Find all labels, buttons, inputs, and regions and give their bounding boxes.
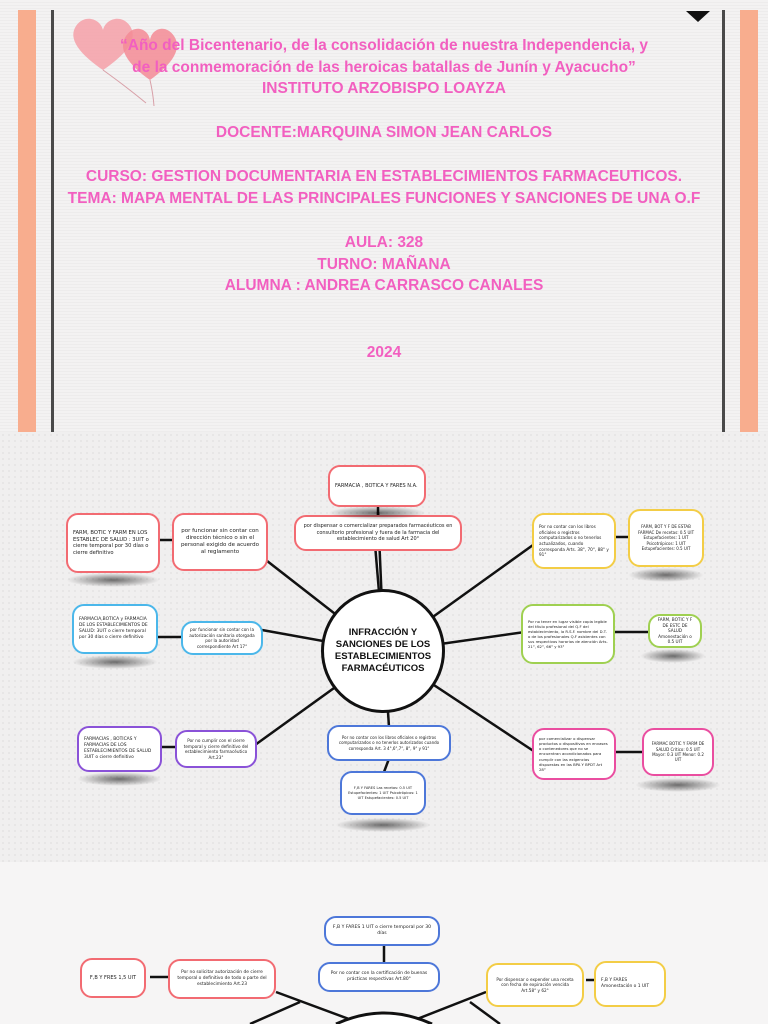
left-decor-stripe [18, 10, 36, 432]
map-node-right1-rule: Por no contar con los libros oficiales o… [532, 513, 616, 569]
course-name: CURSO: GESTION DOCUMENTARIA EN ESTABLECI… [85, 168, 683, 185]
triangle-icon [686, 11, 710, 22]
map2-node-left-sanction: F,B Y FRES 1,5 UIT [80, 958, 146, 998]
left-decor-line [51, 10, 54, 432]
right-decor-stripe [740, 10, 758, 432]
map-node-left1-rule: por funcionar sin contar con dirección t… [172, 513, 268, 571]
institute-name: INSTITUTO ARZOBISPO LOAYZA [262, 80, 506, 97]
node-shadow [328, 506, 426, 520]
map-node-right2-sanction: FARM, BOTIC Y F DE ESTC DE SALUD Amonest… [648, 614, 702, 648]
map-node-bottom-sanction: F,B Y FARES Las recetas: 0.5 UIT Estupef… [340, 771, 426, 815]
map2-node-top: F,B Y FARES 1 UIT o cierre temporal por … [324, 916, 440, 946]
map-node-upper-center-rule: por dispensar o comercializar preparados… [294, 515, 462, 551]
map-node-left2-rule: por funcionar sin contar con la autoriza… [181, 621, 263, 655]
node-shadow [635, 778, 721, 792]
mind-map-page-1: FARMACIA , BOTICA Y FARES N.A. por dispe… [0, 432, 768, 862]
cover-header-line-2: de la conmemoración de las heroicas bata… [132, 59, 636, 76]
heart-balloons-icon [73, 18, 177, 107]
right-decor-line [722, 10, 725, 432]
node-shadow [72, 655, 158, 669]
teacher-name: DOCENTE:MARQUINA SIMON JEAN CARLOS [215, 124, 553, 141]
topic: TEMA: MAPA MENTAL DE LAS PRINCIPALES FUN… [67, 190, 701, 207]
map-node-right3-sanction: FARMAC BOTIC Y FARM DE SALUD Crítico: 0.… [642, 728, 714, 776]
map-node-right3-rule: por comercializar o dispensar productos … [532, 728, 616, 780]
map2-node-right-sanction: F,B Y FARES Amonestación o 1 UIT [594, 961, 666, 1007]
map-node-right1-sanction: FARM, BOT Y F DE ESTAB FARMAC De recetas… [628, 509, 704, 567]
node-shadow [77, 772, 162, 786]
map2-node-upper-center-rule: Por no contar con la certificación de bu… [318, 962, 440, 992]
cover-header-line-1: “Año del Bicentenario, de la consolidaci… [120, 37, 648, 54]
classroom: AULA: 328 [344, 234, 424, 251]
map-node-right2-rule: Por no tener en lugar visible copia legi… [521, 604, 615, 664]
map2-node-right-rule: Por dispensar o expender una receta con … [486, 963, 584, 1007]
map-node-left2-sanction: FARMACIA,BOTICA y FARMACIA DE LOS ESTABL… [72, 604, 158, 654]
node-shadow [640, 649, 706, 663]
map2-node-left-rule: Por no solicitar autorización de cierre … [168, 959, 276, 999]
map-center-node: INFRACCIÓN Y SANCIONES DE LOS ESTABLECIM… [321, 589, 445, 713]
node-shadow [628, 568, 704, 582]
map-node-bottom-rule: Por no contar con los libros oficiales o… [327, 725, 451, 761]
map-node-top: FARMACIA , BOTICA Y FARES N.A. [328, 465, 426, 507]
shift: TURNO: MAÑANA [317, 256, 451, 273]
map-node-left1-sanction: FARM, BOTIC Y FARM EN LOS ESTABLEC DE SA… [66, 513, 160, 573]
node-shadow [335, 818, 431, 832]
student-name: ALUMNA : ANDREA CARRASCO CANALES [224, 277, 544, 294]
map-node-left3-sanction: FARMACIAS , BOTICAS Y FARMACIAS DE LOS E… [77, 726, 162, 772]
cover-page: “Año del Bicentenario, de la consolidaci… [0, 0, 768, 432]
mind-map-page-2: F,B Y FARES 1 UIT o cierre temporal por … [0, 862, 768, 1024]
node-shadow [66, 573, 160, 587]
map-node-left3-rule: Por no cumplir con el cierre temporal y … [175, 730, 257, 768]
year: 2024 [366, 344, 402, 361]
